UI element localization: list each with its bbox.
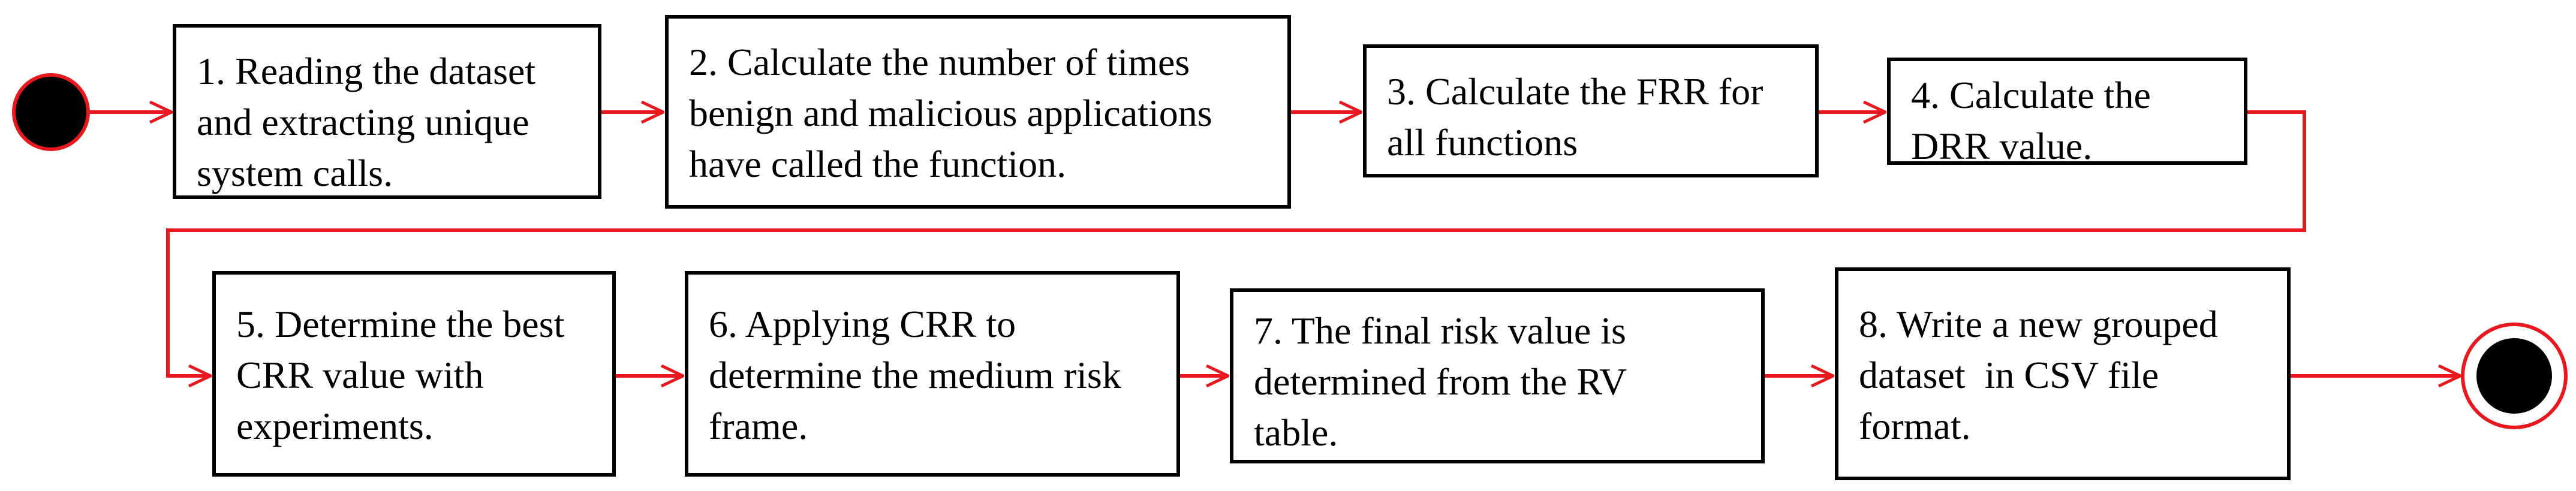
step-8-line-2: dataset in CSV file [1859,354,2159,396]
step-1-box: 1. Reading the dataset and extracting un… [173,24,601,199]
step-7-box: 7. The final risk value is determined fr… [1230,288,1765,463]
step-7-line-1: 7. The final risk value is [1254,309,1626,352]
step-8-line-3: format. [1859,405,1971,447]
step-6-line-1: 6. Applying CRR to [709,303,1016,345]
step-1-line-3: system calls. [197,152,393,194]
step-3-box: 3. Calculate the FRR for all functions [1363,44,1819,177]
step-3-line-2: all functions [1387,121,1578,164]
arrow-step-4-to-step-5 [166,110,2306,376]
step-2-line-1: 2. Calculate the number of times [689,41,1190,83]
end-node [2461,323,2568,429]
step-5-line-2: CRR value with [236,354,484,396]
step-5-line-3: experiments. [236,405,434,447]
step-2-line-3: have called the function. [689,143,1067,185]
start-node [12,73,90,151]
step-7-line-2: determined from the RV [1254,360,1627,403]
step-2-line-2: benign and malicious applications [689,92,1212,134]
step-4-line-1: 4. Calculate the [1911,74,2151,116]
step-4-box: 4. Calculate the DRR value. [1887,58,2247,165]
step-3-line-1: 3. Calculate the FRR for [1387,70,1764,113]
step-8-line-1: 8. Write a new grouped [1859,303,2218,345]
step-2-box: 2. Calculate the number of times benign … [665,15,1291,209]
step-6-line-2: determine the medium risk [709,354,1121,396]
step-1-line-1: 1. Reading the dataset [197,50,536,92]
step-5-box: 5. Determine the best CRR value with exp… [212,271,616,477]
step-6-line-3: frame. [709,405,808,447]
step-7-line-3: table. [1254,411,1338,454]
step-1-line-2: and extracting unique [197,101,529,143]
step-5-line-1: 5. Determine the best [236,303,565,345]
step-6-box: 6. Applying CRR to determine the medium … [685,271,1180,477]
step-4-line-2: DRR value. [1911,125,2093,165]
step-8-box: 8. Write a new grouped dataset in CSV fi… [1835,267,2291,480]
